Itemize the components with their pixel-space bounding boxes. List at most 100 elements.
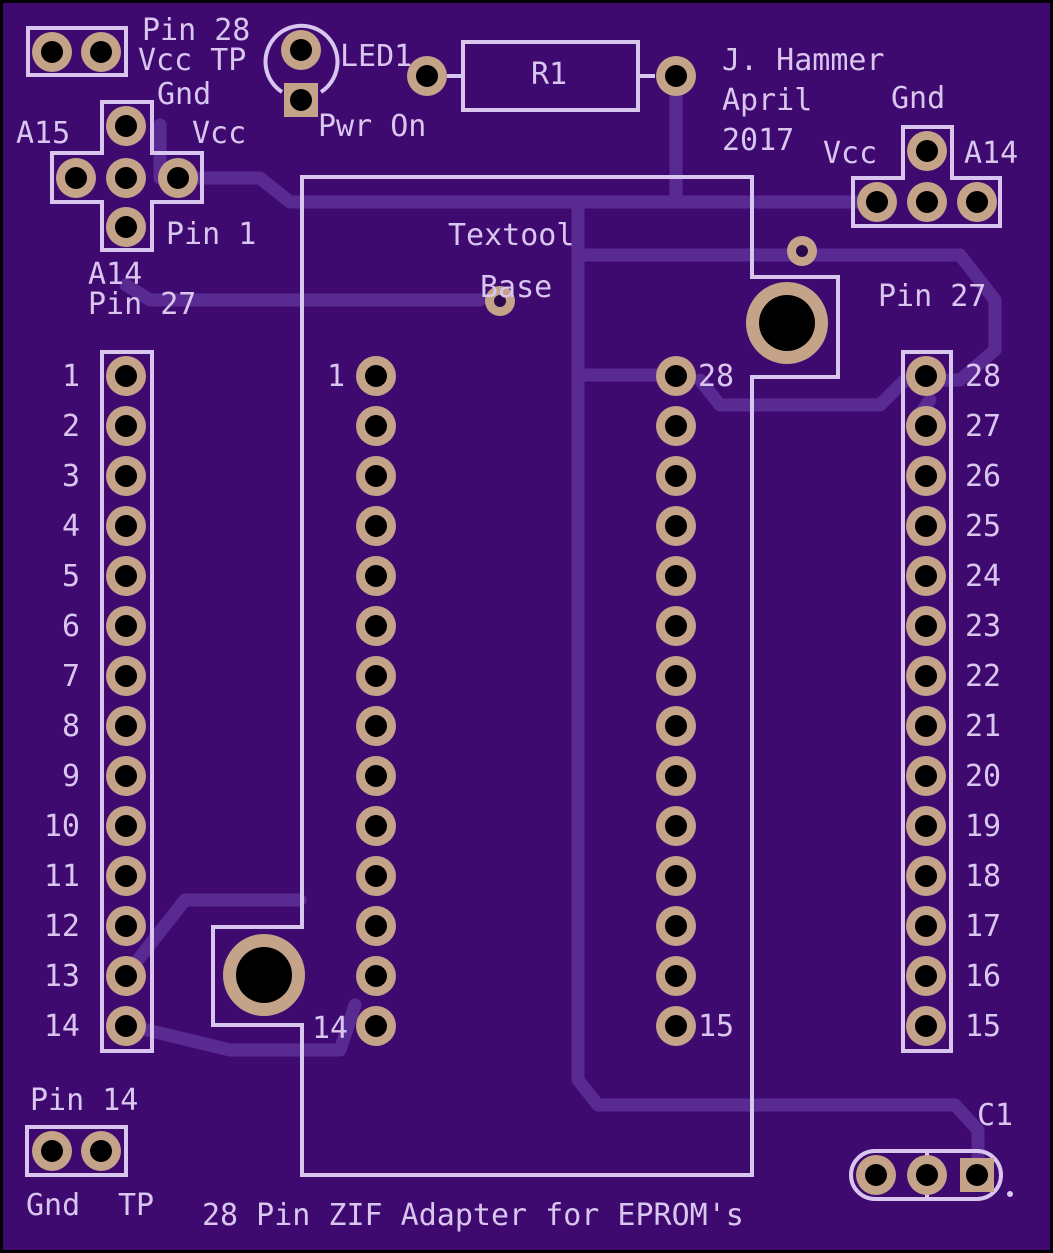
vcc-right-label: Vcc — [823, 136, 877, 171]
header-pin-number: 6 — [62, 609, 80, 644]
right-header-pad — [906, 756, 946, 796]
a14-left-label: A14 — [88, 257, 142, 292]
led-label: LED1 — [340, 39, 412, 74]
resistor-pad — [656, 56, 696, 96]
addr-jumper-left-pad — [106, 106, 146, 146]
header-pin-number: 2 — [62, 409, 80, 444]
header-pin-number: 10 — [44, 809, 80, 844]
socket-pad-left — [356, 906, 396, 946]
addr-jumper-right-pad — [857, 182, 897, 222]
left-header-pad — [106, 906, 146, 946]
left-header-pad — [106, 756, 146, 796]
vcc-left-label: Vcc — [192, 116, 246, 151]
header-pin-number: 16 — [965, 959, 1001, 994]
right-header-pad — [906, 656, 946, 696]
right-header-pad — [906, 406, 946, 446]
socket-pin15-label: 15 — [698, 1009, 734, 1044]
socket-pad-left — [356, 356, 396, 396]
socket-pad-right — [656, 606, 696, 646]
vcc-tp-header-outline — [26, 26, 128, 77]
socket-pad-left — [356, 406, 396, 446]
socket-pad-right — [656, 456, 696, 496]
resistor-pad — [407, 56, 447, 96]
left-header-pad — [106, 506, 146, 546]
socket-pad-right — [656, 656, 696, 696]
header-pin-number: 18 — [965, 859, 1001, 894]
header-pin-number: 28 — [965, 359, 1001, 394]
right-header-pad — [906, 556, 946, 596]
socket-pin14-label: 14 — [312, 1011, 348, 1046]
capacitor-pad — [907, 1155, 947, 1195]
addr-jumper-left-pad — [158, 158, 198, 198]
socket-pad-right — [656, 556, 696, 596]
capacitor-outline — [849, 1149, 1003, 1201]
socket-pad-right — [656, 756, 696, 796]
right-header-pad — [906, 456, 946, 496]
addr-jumper-right-pad — [907, 131, 947, 171]
capacitor-pad-square — [960, 1158, 994, 1192]
left-header-pad — [106, 806, 146, 846]
board-title: 28 Pin ZIF Adapter for EPROM's — [202, 1198, 744, 1233]
addr-jumper-right-pad — [957, 182, 997, 222]
socket-pad-right — [656, 906, 696, 946]
right-header-pad — [906, 956, 946, 996]
right-header-pad — [906, 806, 946, 846]
right-header-pad — [906, 706, 946, 746]
header-pin-number: 11 — [44, 859, 80, 894]
socket-pad-left — [356, 706, 396, 746]
socket-pad-left — [356, 956, 396, 996]
gnd-bottom-label: Gnd — [26, 1188, 80, 1223]
left-header-pad — [106, 1006, 146, 1046]
vcc-tp-label: Vcc TP — [138, 43, 246, 78]
right-header-pad — [906, 906, 946, 946]
month-label: April — [722, 83, 812, 118]
capacitor-pad — [856, 1155, 896, 1195]
header-pin-number: 9 — [62, 759, 80, 794]
left-header-outline — [100, 350, 154, 1053]
left-header-pad — [106, 456, 146, 496]
silkscreen-outlines — [25, 23, 1013, 1201]
header-pin-number: 15 — [965, 1009, 1001, 1044]
addr-jumper-left-outline — [50, 100, 204, 252]
addr-jumper-right-pad — [907, 182, 947, 222]
socket-pad-left — [356, 1006, 396, 1046]
socket-pad-right — [656, 406, 696, 446]
author-label: J. Hammer — [722, 43, 885, 78]
left-header-pad — [106, 606, 146, 646]
left-header-pad — [106, 556, 146, 596]
socket-pin1-label: 1 — [327, 359, 345, 394]
header-pin-number: 23 — [965, 609, 1001, 644]
pin27-right-label: Pin 27 — [878, 279, 986, 314]
header-pin-number: 19 — [965, 809, 1001, 844]
gnd-tp-pad — [81, 1131, 121, 1171]
right-header-outline — [901, 350, 953, 1053]
a14-right-label: A14 — [964, 136, 1018, 171]
socket-pad-left — [356, 756, 396, 796]
led-pad — [281, 30, 321, 70]
right-header-pad — [906, 506, 946, 546]
socket-pad-left — [356, 856, 396, 896]
header-pin-number: 17 — [965, 909, 1001, 944]
socket-pin28-label: 28 — [698, 359, 734, 394]
left-header-pad — [106, 406, 146, 446]
silkscreen-text: Pin 28 Vcc TP Gnd A15 Vcc Pin 1 A14 Pin … — [16, 13, 1018, 1233]
addr-jumper-left-pad — [106, 158, 146, 198]
header-pin-number: 14 — [44, 1009, 80, 1044]
header-pin-number: 27 — [965, 409, 1001, 444]
right-header-pad — [906, 856, 946, 896]
header-pin-number: 1 — [62, 359, 80, 394]
gnd-top-left-label: Gnd — [157, 77, 211, 112]
socket-pad-right — [656, 506, 696, 546]
pin27-left-label: Pin 27 — [88, 287, 196, 322]
socket-pad-right — [656, 956, 696, 996]
year-label: 2017 — [722, 123, 794, 158]
socket-pad-left — [356, 456, 396, 496]
zif-socket-outline — [211, 175, 840, 1177]
socket-pad-left — [356, 606, 396, 646]
header-pin-number: 21 — [965, 709, 1001, 744]
pin14-label: Pin 14 — [30, 1083, 138, 1118]
vcc-tp-pad — [32, 32, 72, 72]
header-pin-number: 5 — [62, 559, 80, 594]
